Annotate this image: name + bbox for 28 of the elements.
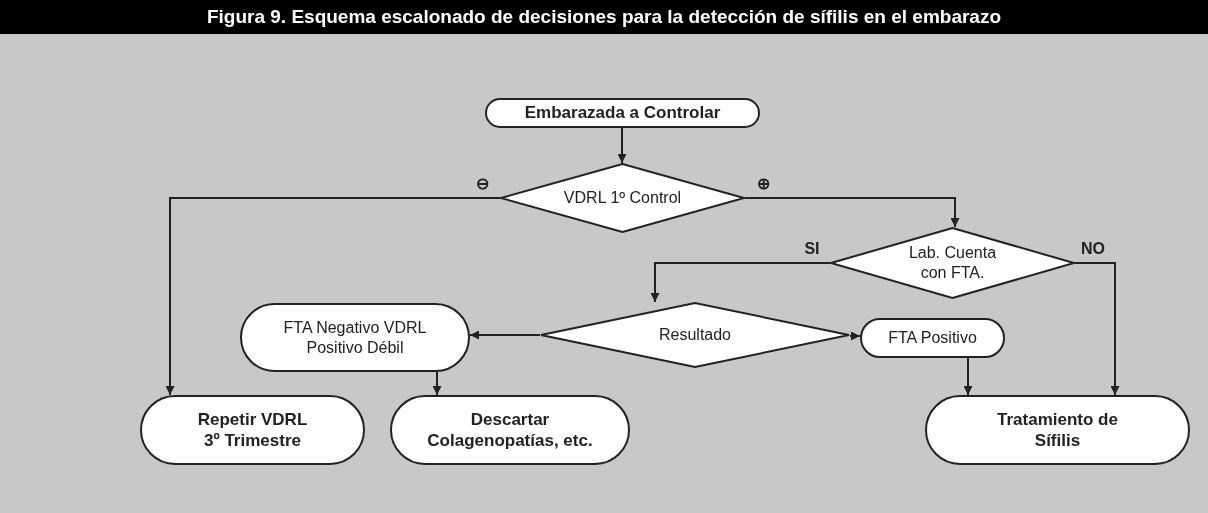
connector-arrow — [744, 197, 960, 228]
node-text: Resultado — [658, 325, 731, 345]
node-text: VDRL 1º Control — [563, 188, 682, 208]
decision-diamond — [500, 163, 745, 233]
connector-arrow — [617, 127, 627, 164]
title-bar: Figura 9. Esquema escalonado de decisiones para la detección de sífilis en el embarazo — [0, 0, 1208, 34]
node-text: Tratamiento de Sífilis — [997, 408, 1118, 452]
edge-label: ⊖ — [475, 176, 489, 192]
connector-arrow — [650, 262, 831, 303]
terminal-box — [485, 98, 760, 128]
node-text: Embarazada a Controlar — [524, 102, 721, 124]
edge-label: NO — [1081, 241, 1105, 257]
node-text: Descartar Colagenopatías, etc. — [426, 408, 594, 452]
node-text: Repetir VDRL 3º Trimestre — [196, 408, 309, 452]
connector-arrow — [963, 357, 973, 396]
decision-diamond — [830, 227, 1075, 299]
node-text: FTA Positivo — [888, 328, 977, 348]
process-box — [860, 318, 1005, 358]
edge-label: SI — [804, 241, 820, 257]
connector-arrow — [469, 330, 541, 340]
connector-arrow — [1074, 262, 1120, 396]
connector-arrow — [165, 197, 501, 396]
connector-arrow — [849, 331, 861, 341]
connector-arrow — [432, 371, 442, 396]
edge-label: ⊕ — [756, 176, 770, 192]
node-text: FTA Negativo VDRL Positivo Débil — [282, 317, 428, 358]
decision-diamond — [540, 302, 850, 368]
node-text: Lab. Cuenta con FTA. — [907, 243, 998, 283]
